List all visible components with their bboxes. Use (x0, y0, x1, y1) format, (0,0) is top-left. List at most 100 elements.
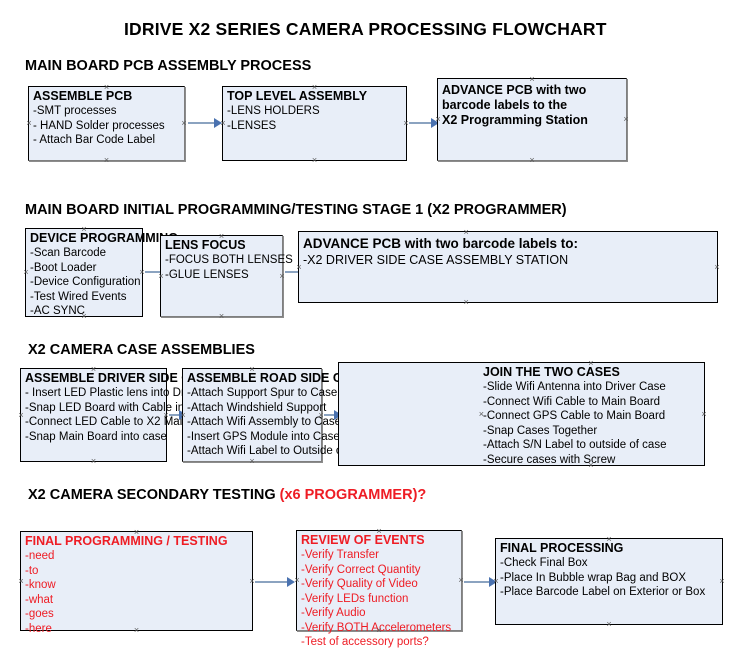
flow-box-line: -Attach Support Spur to Case (187, 387, 338, 399)
flow-box-line: -Verify Quality of Video (301, 578, 418, 590)
section-heading-text: X2 CAMERA CASE ASSEMBLIES (28, 342, 255, 358)
flow-box-assemble-road-side-case[interactable]: ASSEMBLE ROAD SIDE CASE -Attach Support … (182, 368, 376, 465)
flow-box-line: -Test Wired Events (30, 290, 127, 303)
resize-handle-bottom[interactable] (249, 458, 256, 465)
flow-box-line: barcode labels to the (442, 98, 568, 112)
flow-box-line: -LENS HOLDERS (227, 105, 320, 117)
section-heading-main-board-pcb-assembly: MAIN BOARD PCB ASSEMBLY PROCESS (25, 58, 311, 74)
resize-handle-bottom[interactable] (529, 157, 536, 164)
flow-box-line: -Slide Wifi Antenna into Driver Case (483, 381, 666, 393)
page-title: IDRIVE X2 SERIES CAMERA PROCESSING FLOWC… (124, 19, 607, 39)
flow-box-advance-pcb-driver-side-case[interactable]: ADVANCE PCB with two barcode labels to: … (298, 231, 718, 303)
connector-arrow (464, 577, 498, 587)
connector-line (255, 581, 289, 583)
flow-box-title: DEVICE PROGRAMMING (30, 231, 178, 245)
resize-handle-left[interactable] (26, 120, 33, 127)
flow-box-line-overflow: -Test of accessory ports? (301, 636, 429, 648)
flow-box-line: -Connect Wifi Cable to Main Board (483, 395, 661, 408)
flow-box-line: -Snap LED Board with Cable into Case (25, 401, 224, 414)
flow-box-line: -GLUE LENSES (165, 268, 249, 281)
flow-box-line: -LENSES (227, 119, 277, 132)
flow-box-line: -Verify LEDs function (301, 592, 409, 605)
flow-box-line: -Attach Wifi Label to Outside of Case (187, 445, 376, 457)
flow-box-line: -to (25, 564, 39, 577)
connector-line (464, 581, 490, 583)
resize-handle-bottom[interactable] (606, 621, 613, 628)
flow-box-line: -X2 DRIVER SIDE CASE ASSEMBLY STATION (303, 253, 569, 267)
connector-arrowhead (489, 577, 497, 587)
flow-box-line: -AC SYNC (30, 305, 85, 317)
flow-box-line: -Place In Bubble wrap Bag and BOX (500, 571, 687, 584)
flow-box-line: -goes (25, 608, 54, 620)
flow-box-title: REVIEW OF EVENTS (301, 533, 425, 547)
resize-handle-left[interactable] (23, 269, 30, 276)
flow-box-device-programming[interactable]: DEVICE PROGRAMMING -Scan Barcode -Boot L… (23, 228, 178, 317)
flow-box-title: JOIN THE TWO CASES (483, 365, 620, 379)
flow-box-line: -Verify BOTH Accelerometers (301, 621, 452, 634)
flow-box-line: -know (25, 579, 56, 591)
flow-box-final-programming-testing[interactable]: FINAL PROGRAMMING / TESTING -need -to -k… (18, 531, 253, 635)
flow-box-line: -Check Final Box (500, 557, 588, 569)
connector-line (324, 414, 336, 416)
resize-handle-bottom[interactable] (218, 313, 225, 320)
section-heading-text: MAIN BOARD PCB ASSEMBLY PROCESS (25, 58, 312, 74)
flow-box-line: -Verify Transfer (301, 549, 379, 561)
flow-box-line: -here (25, 622, 52, 635)
resize-handle-bottom[interactable] (103, 157, 110, 164)
flow-box-line: X2 Programming Station (442, 113, 588, 127)
flow-box-line: -Place Barcode Label on Exterior or Box (500, 586, 706, 598)
resize-handle-left[interactable] (18, 412, 25, 419)
flow-box-assemble-driver-side-case[interactable]: ASSEMBLE DRIVER SIDE CASE - Insert LED P… (18, 368, 234, 465)
connector-line (285, 271, 307, 273)
flow-box-line: - Insert LED Plastic lens into Driver Ca… (25, 387, 234, 399)
flow-box-line: -Attach Wifi Assembly to Case (187, 416, 342, 428)
resize-handle-bottom[interactable] (90, 458, 97, 465)
section-heading-x2-camera-case-assemblies: X2 CAMERA CASE ASSEMBLIES (28, 342, 255, 358)
connector-line (409, 122, 431, 124)
flow-box-line: -Connect LED Cable to X2 Main Board (25, 416, 223, 428)
flow-box-line: - Attach Bar Code Label (33, 134, 156, 146)
connector-arrow (409, 118, 439, 128)
section-heading-main-board-initial-programming: MAIN BOARD INITIAL PROGRAMMING/TESTING S… (25, 202, 567, 218)
flow-box-top-level-assembly[interactable]: TOP LEVEL ASSEMBLY -LENS HOLDERS -LENSES (222, 86, 407, 161)
flow-box-line: -Snap Main Board into case (25, 430, 167, 443)
flow-box-title: FINAL PROCESSING (500, 541, 624, 555)
flow-box-line: - HAND Solder processes (33, 119, 165, 132)
flow-box-line: -Snap Cases Together (483, 424, 598, 437)
flow-box-line: -need (25, 550, 55, 562)
connector-arrowhead (214, 118, 222, 128)
resize-handle-bottom[interactable] (311, 157, 318, 164)
flow-box-advance-pcb-programming-station[interactable]: ADVANCE PCB with two barcode labels to t… (437, 78, 627, 161)
flow-box-title: ASSEMBLE PCB (33, 89, 133, 103)
flow-box-line: -Scan Barcode (30, 247, 107, 259)
flow-box-title: ADVANCE PCB with two barcode labels to: (303, 236, 579, 251)
resize-handle-bottom[interactable] (463, 299, 470, 306)
flow-box-title: ADVANCE PCB with two (442, 83, 587, 97)
flow-box-review-of-events[interactable]: REVIEW OF EVENTS -Verify Transfer -Verif… (296, 530, 462, 648)
flow-box-line: -Connect GPS Cable to Main Board (483, 410, 666, 422)
flow-box-line: -Boot Loader (30, 261, 97, 274)
flow-box-join-the-two-cases[interactable]: JOIN THE TWO CASES -Slide Wifi Antenna i… (338, 362, 705, 466)
connector-line (145, 271, 167, 273)
resize-handle-top[interactable] (529, 76, 536, 83)
flow-box-line: -Insert GPS Module into Case (187, 430, 340, 443)
flow-box-title: FINAL PROGRAMMING / TESTING (25, 534, 228, 548)
flow-box-final-processing[interactable]: FINAL PROCESSING -Check Final Box -Place… (495, 538, 723, 625)
flow-box-title: TOP LEVEL ASSEMBLY (227, 89, 368, 103)
resize-handle-left[interactable] (18, 578, 25, 585)
flow-box-line: -what (25, 593, 54, 606)
connector-line (169, 414, 181, 416)
section-heading-x2-camera-secondary-testing: X2 CAMERA SECONDARY TESTING (x6 PROGRAMM… (28, 487, 426, 503)
flow-box-title: ASSEMBLE ROAD SIDE CASE (187, 371, 368, 385)
flow-box-title: ASSEMBLE DRIVER SIDE CASE (25, 371, 217, 385)
connector-line (188, 122, 214, 124)
flow-box-lens-focus[interactable]: LENS FOCUS -FOCUS BOTH LENSES -GLUE LENS… (160, 235, 293, 320)
flow-box-line: -SMT processes (33, 105, 117, 117)
flow-box-line: -Attach Windshield Support (187, 401, 327, 414)
connector-arrow (255, 577, 297, 587)
flow-box-assemble-pcb[interactable]: ASSEMBLE PCB -SMT processes - HAND Solde… (28, 86, 185, 161)
flow-box-line: -Verify Audio (301, 607, 366, 619)
flow-box-line: -Verify Correct Quantity (301, 563, 421, 576)
connector-arrowhead (287, 577, 295, 587)
